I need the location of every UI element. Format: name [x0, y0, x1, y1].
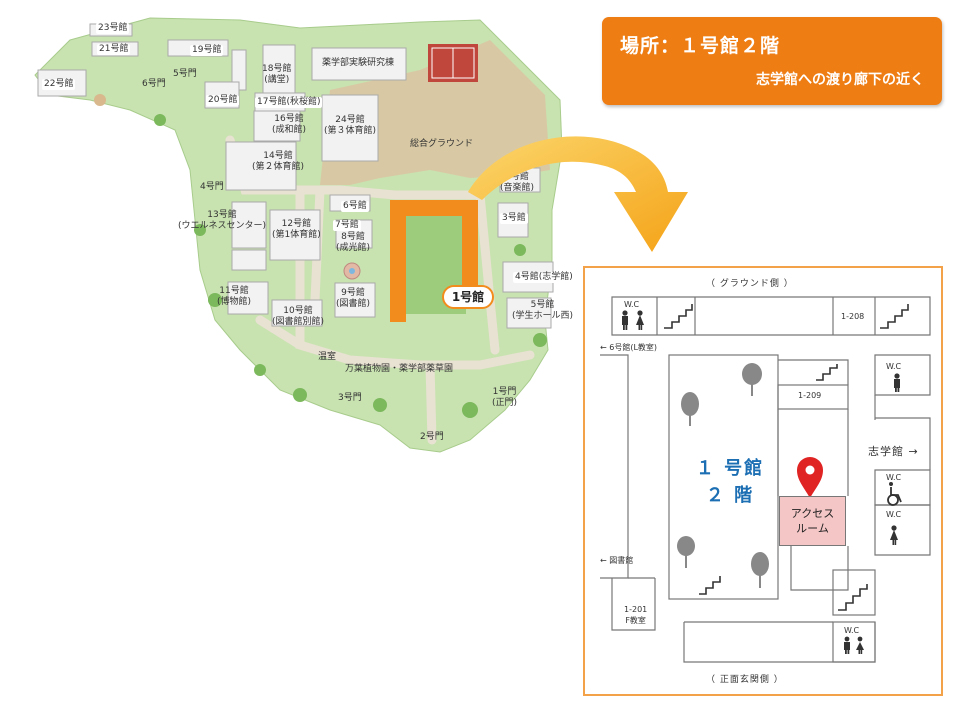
label-greenhouse: 温室 — [318, 352, 337, 362]
label-b10: 10号館 (図書館別館) — [272, 306, 325, 327]
label-b11: 11号館 (博物館) — [217, 286, 252, 307]
to-b6-label: ← 6号館(L教室) — [600, 343, 658, 352]
label-b5: 5号館 (学生ホール西) — [512, 300, 574, 321]
location-note: 志学館への渡り廊下の近く — [756, 72, 924, 88]
label-b22: 22号館 — [42, 79, 76, 90]
label-gate3: 3号門 — [338, 393, 362, 403]
label-gate2: 2号門 — [420, 432, 444, 442]
label-b6: 6号館 — [341, 201, 369, 212]
location-callout: 場所：１号館２階 志学館への渡り廊下の近く — [602, 17, 942, 105]
b1-callout-tag[interactable]: 1号館 — [442, 285, 494, 309]
label-b12: 12号館 (第1体育館) — [272, 219, 321, 240]
building-name: １ 号館 — [695, 458, 765, 479]
location-title: 場所：１号館２階 — [620, 35, 781, 57]
label-b9: 9号館 (図書館) — [336, 288, 371, 309]
wc-label-2: W.C — [886, 362, 902, 371]
label-b17: 17号館(秋桜館) — [255, 97, 323, 108]
access-room[interactable]: アクセス ルーム — [779, 496, 846, 546]
campus-map — [34, 17, 563, 453]
label-b8: 8号館 (成光館) — [336, 232, 371, 253]
access-room-label: アクセス ルーム — [790, 507, 835, 535]
label-b21: 21号館 — [97, 44, 131, 55]
floor-top-side-label: （ グラウンド側 ） — [706, 279, 794, 289]
label-gate1: 1号門 (正門) — [492, 387, 518, 408]
label-b14: 14号館 (第２体育館) — [252, 151, 305, 172]
label-b3: 3号館 — [500, 213, 528, 224]
room-201-label: 1-201 F教室 — [624, 605, 648, 625]
label-b18: 18号館 (講堂) — [262, 64, 292, 85]
building-floor-title: １ 号館 ２ 階 — [680, 455, 780, 509]
wc-label-3: W.C — [886, 473, 902, 482]
wc-label-4: W.C — [886, 510, 902, 519]
label-garden: 万葉植物園・薬学部薬草園 — [345, 364, 454, 374]
to-shigakukan-label: 志学館 → — [868, 445, 919, 458]
label-gate4: 4号門 — [200, 182, 224, 192]
label-gate5: 5号門 — [173, 69, 197, 79]
label-b20: 20号館 — [206, 95, 240, 106]
label-b24: 24号館 (第３体育館) — [324, 115, 377, 136]
room-208-label: 1-208 — [841, 312, 865, 321]
floor-name: ２ 階 — [705, 485, 755, 506]
pointer-arrow — [468, 136, 688, 252]
floor-bottom-side-label: （ 正面玄関側 ） — [706, 675, 784, 685]
b1-highlight — [390, 200, 478, 322]
label-pharm-lab: 薬学部実験研究棟 — [322, 58, 395, 68]
label-b19: 19号館 — [190, 45, 224, 56]
to-library-label: ← 図書館 — [600, 556, 634, 565]
wc-label-1: W.C — [624, 300, 640, 309]
label-b13: 13号館 (ウエルネスセンター) — [178, 210, 267, 231]
label-b16: 16号館 (成和館) — [272, 114, 307, 135]
label-b7: 7号館 — [333, 220, 361, 231]
label-b4: 4号館(志学館) — [513, 272, 575, 283]
label-b2: 2号館 (音楽館) — [500, 172, 535, 193]
label-ground: 総合グラウンド — [410, 139, 474, 149]
label-gate6: 6号門 — [142, 79, 166, 89]
campus-trees — [154, 114, 547, 418]
label-b23: 23号館 — [96, 23, 130, 34]
room-209-label: 1-209 — [798, 391, 822, 400]
wc-label-5: W.C — [844, 626, 860, 635]
